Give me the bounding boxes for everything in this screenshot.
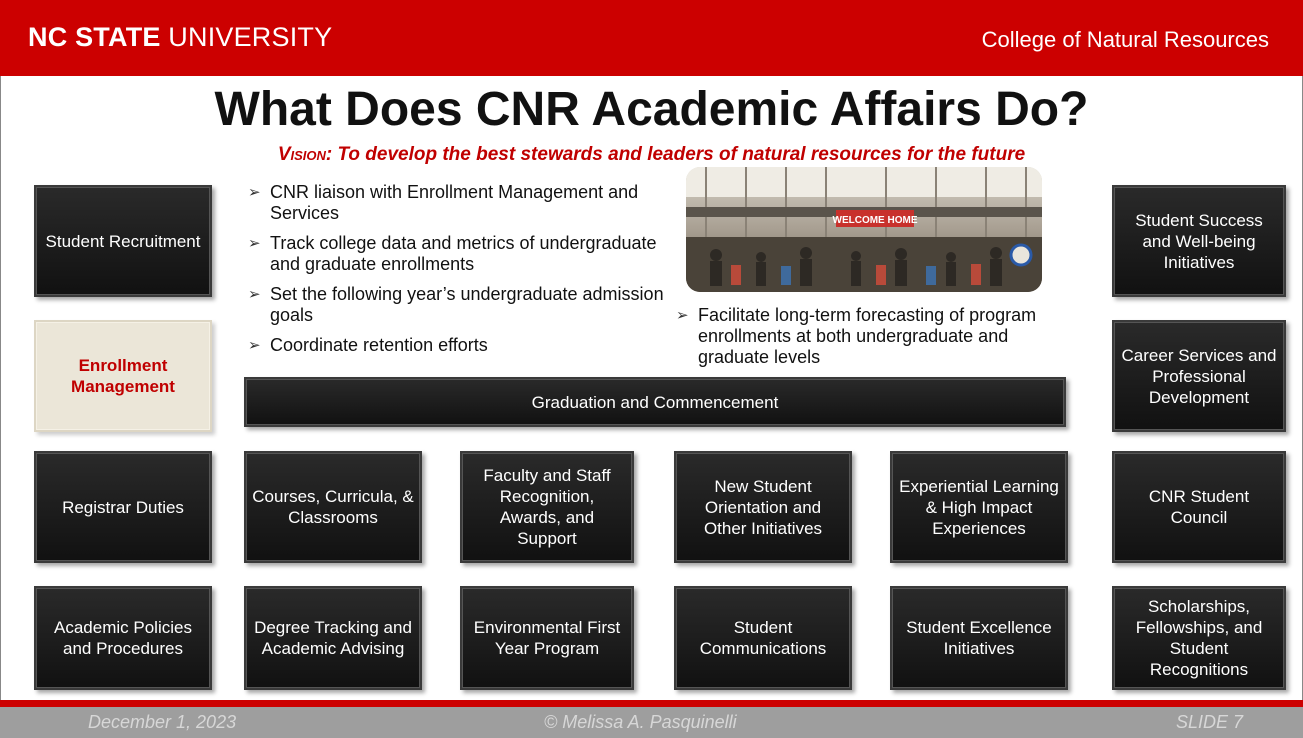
box-career-services: Career Services and Professional Develop… bbox=[1112, 320, 1286, 432]
welcome-home-photo: WELCOME HOME bbox=[686, 167, 1042, 292]
box-degree-tracking: Degree Tracking and Academic Advising bbox=[244, 586, 422, 690]
footer-slide-number: SLIDE 7 bbox=[1176, 712, 1244, 732]
bullet-list-left: CNR liaison with Enrollment Management a… bbox=[248, 182, 678, 365]
box-enrollment-management: Enrollment Management bbox=[34, 320, 212, 432]
vision-text: To develop the best stewards and leaders… bbox=[332, 144, 1026, 165]
brand-bold: NC STATE bbox=[28, 22, 161, 52]
bullet-list-right: Facilitate long-term forecasting of prog… bbox=[676, 305, 1056, 377]
box-experiential-learning: Experiential Learning & High Impact Expe… bbox=[890, 451, 1068, 563]
box-student-council: CNR Student Council bbox=[1112, 451, 1286, 563]
bullet-item: Coordinate retention efforts bbox=[248, 335, 678, 356]
box-faculty-staff-recognition: Faculty and Staff Recognition, Awards, a… bbox=[460, 451, 634, 563]
bullet-item: Track college data and metrics of underg… bbox=[248, 233, 678, 275]
footer-date: December 1, 2023 bbox=[88, 712, 237, 732]
box-environmental-first-year: Environmental First Year Program bbox=[460, 586, 634, 690]
bullet-item: Facilitate long-term forecasting of prog… bbox=[676, 305, 1056, 368]
photo-banner-text: WELCOME HOME bbox=[833, 215, 918, 226]
footer-copyright: © Melissa A. Pasquinelli bbox=[544, 712, 737, 732]
bullet-item: CNR liaison with Enrollment Management a… bbox=[248, 182, 678, 224]
box-student-success: Student Success and Well-being Initiativ… bbox=[1112, 185, 1286, 297]
box-student-communications: Student Communications bbox=[674, 586, 852, 690]
brand-rest: UNIVERSITY bbox=[160, 22, 333, 52]
box-courses-curricula: Courses, Curricula, & Classrooms bbox=[244, 451, 422, 563]
box-scholarships-fellowships: Scholarships, Fellowships, and Student R… bbox=[1112, 586, 1286, 690]
college-name: College of Natural Resources bbox=[981, 27, 1269, 52]
box-student-excellence: Student Excellence Initiatives bbox=[890, 586, 1068, 690]
slide-title: What Does CNR Academic Affairs Do? bbox=[214, 83, 1089, 136]
university-logo: NC STATE UNIVERSITY bbox=[28, 22, 332, 53]
bullet-item: Set the following year’s undergraduate a… bbox=[248, 284, 678, 326]
footer-red-stripe bbox=[0, 700, 1303, 707]
box-new-student-orientation: New Student Orientation and Other Initia… bbox=[674, 451, 852, 563]
vision-statement: Vision: To develop the best stewards and… bbox=[0, 144, 1303, 166]
header-bar bbox=[0, 0, 1303, 76]
box-registrar-duties: Registrar Duties bbox=[34, 451, 212, 563]
vision-label: Vision: bbox=[277, 144, 333, 165]
box-graduation-commencement: Graduation and Commencement bbox=[244, 377, 1066, 427]
box-academic-policies: Academic Policies and Procedures bbox=[34, 586, 212, 690]
box-student-recruitment: Student Recruitment bbox=[34, 185, 212, 297]
